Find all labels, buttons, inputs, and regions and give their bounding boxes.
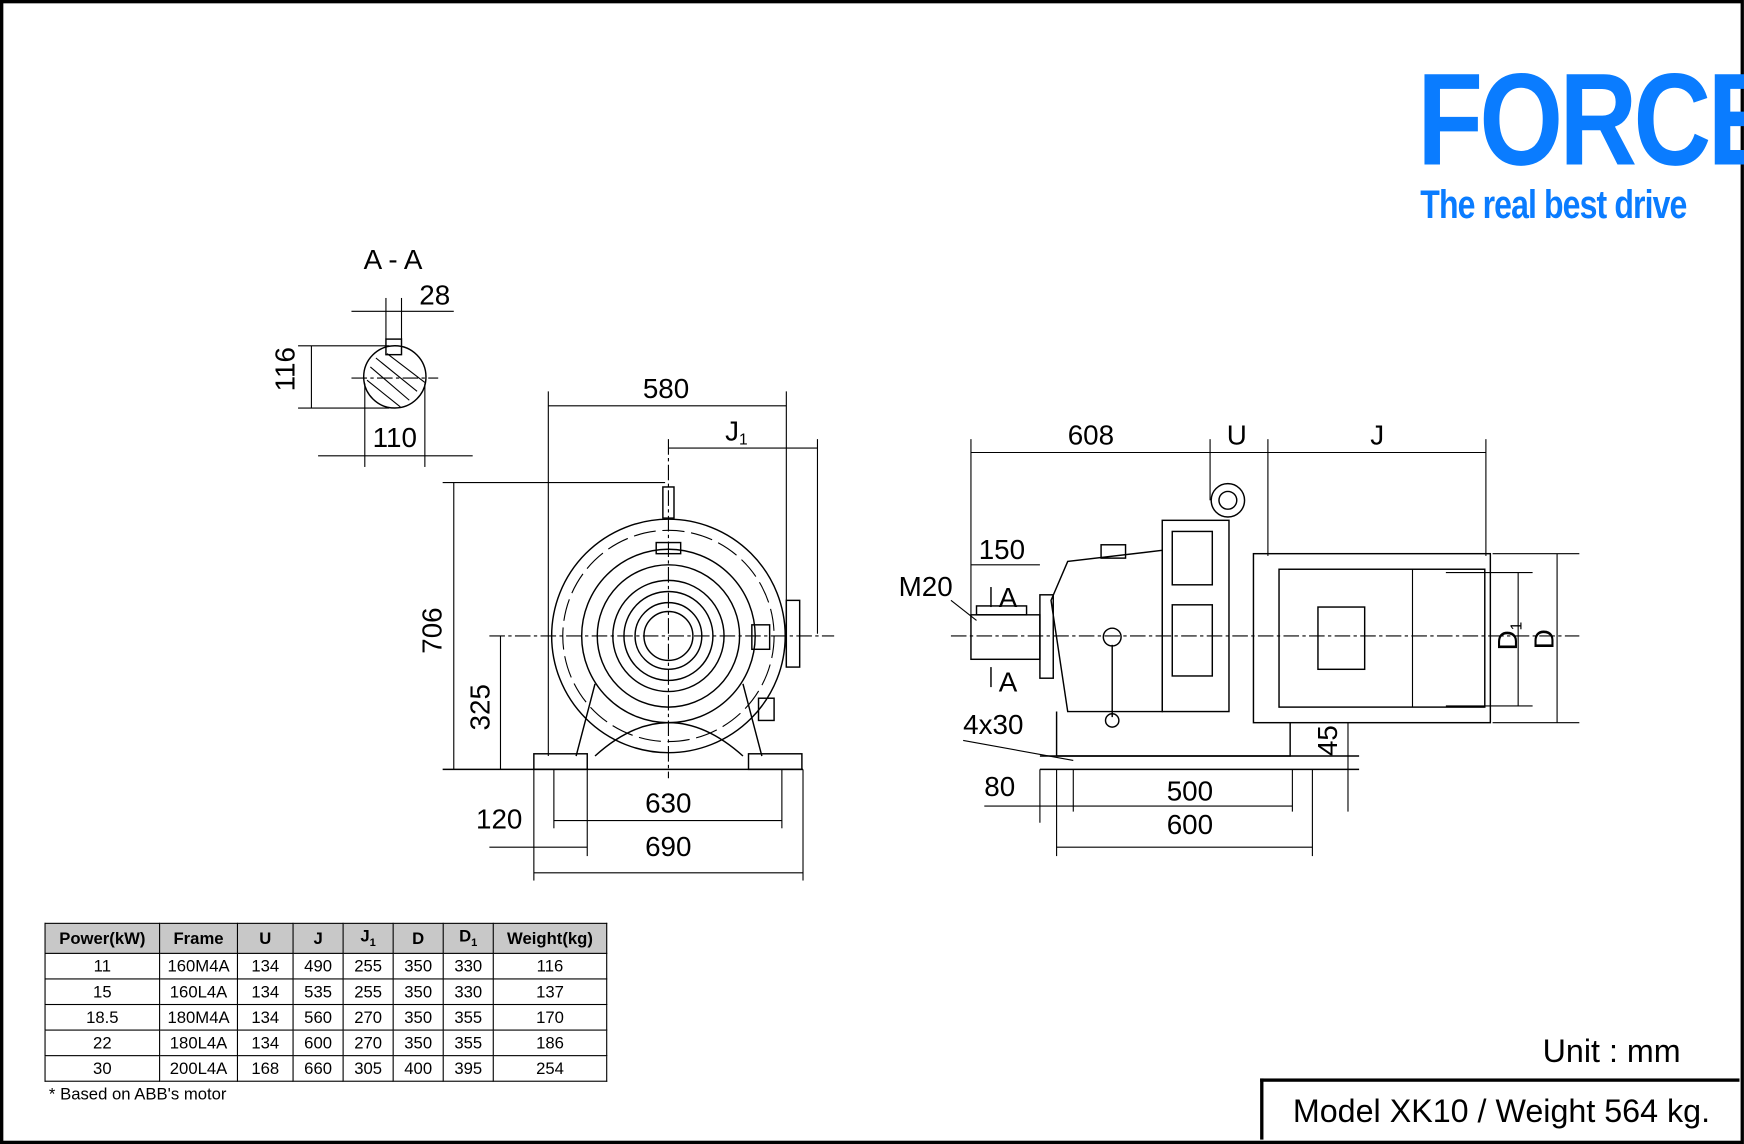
col-frame: Frame [159,922,239,954]
cell: 490 [292,952,344,980]
dim-width: 580 [643,373,689,404]
cell: 400 [392,1055,444,1082]
unit-label: Unit : mm [1542,1033,1681,1070]
cell: 330 [442,978,494,1006]
dim-foot-width: 120 [476,803,522,834]
cell: 30 [44,1055,161,1082]
cell: 350 [392,952,444,980]
table-note: * Based on ABB's motor [48,1085,227,1105]
cell: 350 [392,1029,444,1057]
col-u: U [236,922,294,954]
dim-bolt-span: 500 [1167,776,1213,807]
cell: 255 [342,978,394,1006]
col-weight: Weight(kg) [492,922,608,954]
col-j1: J1 [342,922,394,954]
dim-u: U [1227,420,1247,451]
cell: 270 [342,1003,394,1031]
dim-key-width: 28 [419,280,450,311]
model-title-box: Model XK10 / Weight 564 kg. [1260,1078,1740,1140]
cell: 134 [236,1029,294,1057]
dim-j: J [1370,420,1384,451]
cell: 255 [342,952,394,980]
section-a-a: A - A 28 116 110 [270,244,473,467]
section-mark-bottom: A [999,667,1018,698]
dim-shaft-length: 150 [979,534,1025,565]
cell: 134 [236,952,294,980]
cell: 395 [442,1055,494,1082]
cell: 116 [492,952,608,980]
cell: 350 [392,978,444,1006]
cell: 137 [492,978,608,1006]
side-view: 608 U J 150 M20 A A 4x30 D1 D 45 80 5 [899,420,1580,857]
cell: 180L4A [159,1029,239,1057]
front-view: 580 J1 706 325 630 120 690 [417,373,835,881]
force-logo: FORCE The real best drive [1390,54,1744,227]
cell: 11 [44,952,161,980]
cell: 134 [236,978,294,1006]
section-title: A - A [364,244,423,275]
cell: 560 [292,1003,344,1031]
cell: 355 [442,1029,494,1057]
dim-d: D [1529,629,1560,649]
cell: 134 [236,1003,294,1031]
cell: 22 [44,1029,161,1057]
col-power: Power(kW) [44,922,161,954]
dim-diameter: 110 [373,422,417,453]
col-d1: D1 [442,922,494,954]
cell: 15 [44,978,161,1006]
cell: 170 [492,1003,608,1031]
cell: 168 [236,1055,294,1082]
cell: 186 [492,1029,608,1057]
logo-tagline: The real best drive [1420,181,1687,227]
cell: 18.5 [44,1003,161,1031]
table-header-row: Power(kW) Frame U J J1 D D1 Weight(kg) [44,922,608,954]
dim-base-width: 690 [645,831,691,862]
cell: 180M4A [159,1003,239,1031]
col-d: D [392,922,444,954]
dim-base-thickness: 45 [1312,725,1343,756]
dim-d1: D1 [1492,622,1525,651]
dim-input-length: 608 [1068,420,1114,451]
cell: 330 [442,952,494,980]
dim-total-height: 706 [417,607,448,653]
cell: 305 [342,1055,394,1082]
dim-height: 116 [270,347,301,391]
cell: 600 [292,1029,344,1057]
cell: 254 [492,1055,608,1082]
cell: 350 [392,1003,444,1031]
dim-foot-span: 630 [645,788,691,819]
col-j: J [292,922,344,954]
cell: 160L4A [159,978,239,1006]
section-mark-top: A [999,582,1018,613]
label-bolt: 4x30 [963,709,1023,740]
dim-center-height: 325 [464,684,495,730]
dim-offset: 80 [984,771,1015,802]
cell: 535 [292,978,344,1006]
cell: 160M4A [159,952,239,980]
motor-spec-table: Power(kW) Frame U J J1 D D1 Weight(kg) 1… [44,922,608,1082]
cell: 660 [292,1055,344,1082]
cell: 355 [442,1003,494,1031]
cell: 200L4A [159,1055,239,1082]
dim-j1: J1 [725,415,748,448]
cell: 270 [342,1029,394,1057]
dim-base-length: 600 [1167,809,1213,840]
label-thread: M20 [899,571,953,602]
